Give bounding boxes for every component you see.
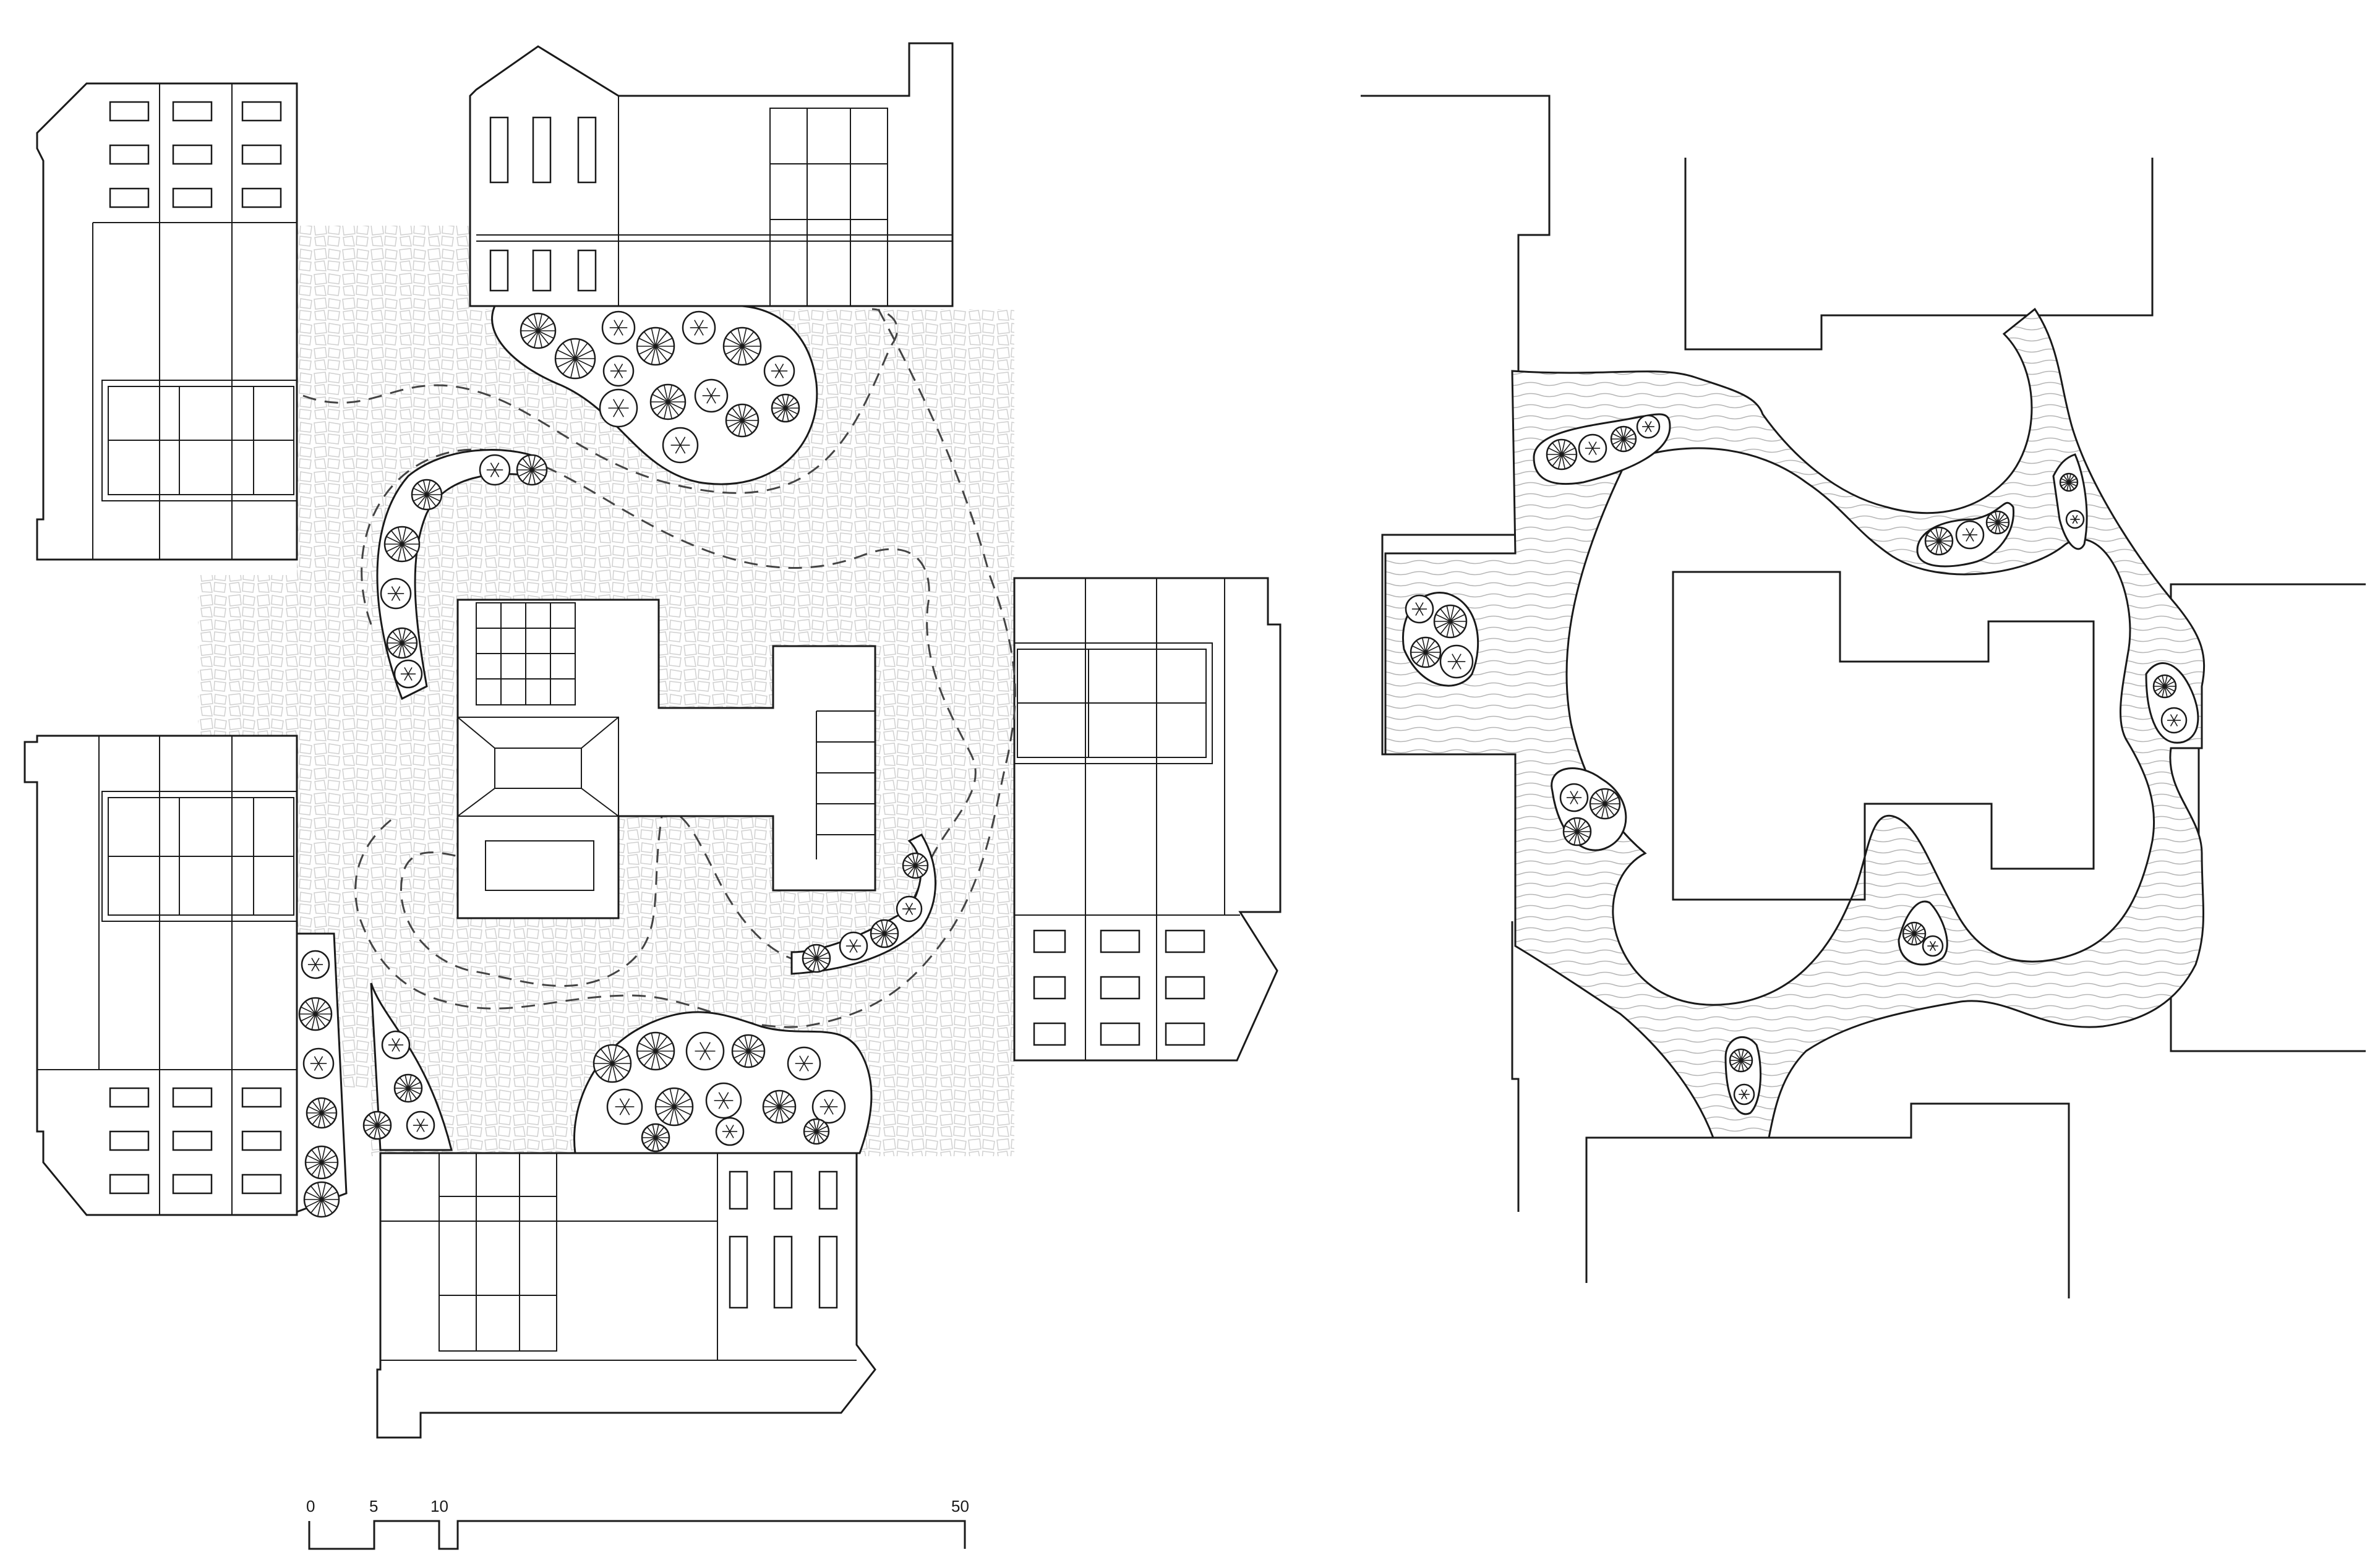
tree-symbol: [601, 310, 636, 345]
tree-symbol: [725, 403, 760, 438]
tree-symbol: [520, 312, 557, 349]
tree-symbol: [641, 1123, 670, 1153]
tree-symbol: [303, 1181, 340, 1218]
tree-symbol: [602, 355, 635, 387]
tree-group-right: [1405, 414, 2188, 1106]
tree-symbol: [593, 1044, 632, 1083]
scale-tick-5: 5: [369, 1497, 378, 1515]
tree-symbol: [1559, 783, 1589, 812]
tree-symbol: [1439, 644, 1474, 679]
tree-symbol: [1729, 1048, 1753, 1073]
path-edge-outer: [302, 308, 1016, 1028]
tree-symbol: [902, 852, 929, 879]
tree-symbol: [302, 1047, 335, 1080]
tree-symbol: [1578, 433, 1607, 463]
tree-symbol: [771, 393, 800, 423]
left-plan: [24, 42, 1282, 1439]
tree-symbol: [705, 1082, 742, 1119]
scale-bar-line: [308, 1520, 966, 1550]
tree-symbol: [636, 326, 675, 366]
tree-symbol: [306, 1097, 338, 1129]
tree-symbol: [694, 378, 729, 413]
tree-symbol: [2059, 472, 2079, 492]
tree-symbol: [731, 1034, 766, 1068]
tree-symbol: [2160, 707, 2188, 734]
tree-symbol: [393, 659, 423, 689]
tree-symbol: [802, 944, 831, 973]
outline-central-building: [1672, 571, 2095, 901]
building-bottom-left: [24, 735, 298, 1216]
scale-tick-10: 10: [430, 1497, 448, 1515]
tree-symbol: [362, 1110, 392, 1140]
tree-symbol: [383, 526, 421, 563]
tree-symbol: [803, 1118, 830, 1145]
tree-symbol: [1410, 636, 1442, 668]
tree-symbol: [1902, 921, 1927, 946]
tree-symbol: [662, 427, 699, 464]
central-building: [456, 599, 876, 919]
tree-symbol: [762, 1089, 797, 1124]
plaza-inner-void: [1565, 447, 2155, 1006]
tree-symbol: [870, 919, 899, 948]
tree-symbol: [649, 383, 687, 420]
tree-symbol: [896, 895, 923, 922]
tree-symbol: [682, 310, 716, 345]
tree-symbol: [1610, 425, 1637, 453]
tree-symbol: [479, 454, 511, 486]
tree-symbol: [1985, 510, 2010, 535]
planting-bed-bottom-left-strip: [370, 982, 453, 1151]
tree-symbol: [380, 577, 412, 610]
tree-symbol: [1433, 604, 1468, 639]
tree-symbol: [301, 950, 330, 979]
tree-symbol: [654, 1087, 694, 1127]
tree-symbol: [1636, 414, 1661, 439]
tree-symbol: [1405, 594, 1434, 624]
tree-symbol: [1733, 1083, 1755, 1106]
tree-symbol: [2152, 674, 2177, 699]
outline-building-bottom: [1585, 1102, 2070, 1298]
tree-symbol: [386, 627, 418, 659]
right-plan: [1361, 95, 2366, 1298]
tree-symbol: [811, 1089, 846, 1124]
tree-symbol: [516, 454, 548, 486]
outline-building-top: [1684, 158, 2154, 351]
tree-symbol: [1924, 526, 1954, 556]
scale-tick-50: 50: [951, 1497, 969, 1515]
tree-symbol: [406, 1110, 435, 1140]
outline-building-left-bottom: [1511, 921, 1520, 1212]
tree-symbol: [1922, 935, 1944, 957]
scale-bar: 0 5 10 50: [306, 1497, 969, 1550]
tree-symbol: [393, 1073, 423, 1103]
building-top-middle: [469, 42, 954, 307]
tree-symbol: [1589, 788, 1621, 820]
tree-symbol: [636, 1031, 675, 1071]
tree-symbol: [685, 1031, 725, 1071]
tree-symbol: [599, 388, 638, 428]
scale-tick-0: 0: [306, 1497, 315, 1515]
tree-symbol: [1955, 520, 1985, 550]
tree-symbol: [411, 479, 443, 511]
tree-symbol: [2065, 509, 2085, 529]
building-top-left: [36, 82, 298, 561]
tree-symbol: [304, 1145, 339, 1180]
tree-symbol: [787, 1046, 821, 1081]
tree-symbol: [715, 1117, 745, 1146]
tree-symbol: [381, 1030, 411, 1060]
tree-symbol: [1562, 817, 1592, 846]
tree-symbol: [554, 338, 596, 380]
building-bottom-middle: [376, 1152, 876, 1439]
tree-symbol: [763, 355, 795, 387]
tree-group-left: [298, 310, 929, 1218]
tree-symbol: [298, 997, 333, 1031]
building-right: [1013, 577, 1282, 1062]
tree-symbol: [839, 931, 868, 961]
tree-symbol: [606, 1088, 643, 1125]
tree-symbol: [722, 326, 762, 366]
tree-symbol: [1546, 438, 1578, 471]
